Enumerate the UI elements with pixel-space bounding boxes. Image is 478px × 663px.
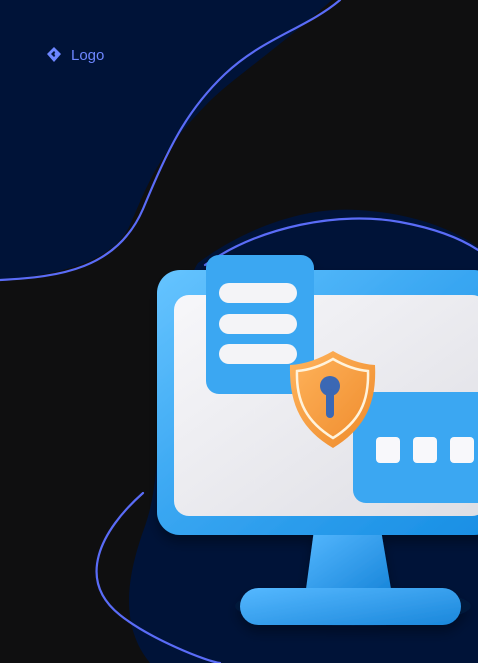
top-outline-curve [0, 0, 342, 282]
brand-logo[interactable]: Logo [45, 44, 104, 66]
logo-text: Logo [71, 46, 105, 64]
logo-diamond-icon [47, 47, 61, 62]
monitor-illustration [157, 255, 478, 626]
top-left-navy-blob [0, 0, 332, 280]
lower-outline-curve [95, 217, 478, 663]
